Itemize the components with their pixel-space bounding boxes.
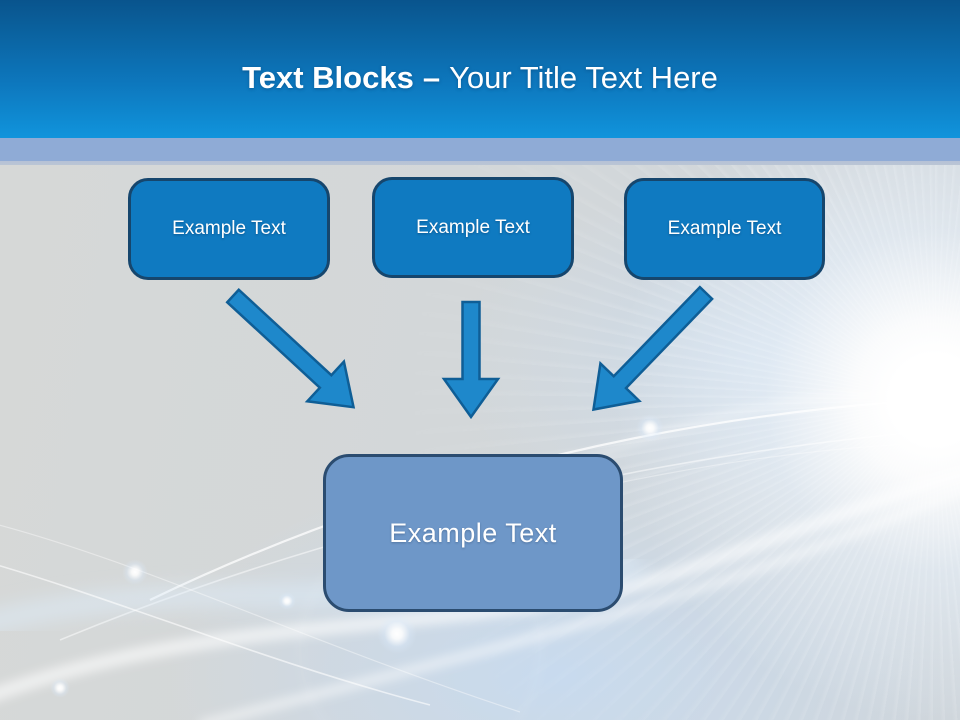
page-title: Text Blocks – Your Title Text Here [242, 46, 718, 93]
text-block-3-label: Example Text [667, 218, 782, 239]
down-left-arrow-icon [591, 285, 714, 412]
text-block-3: Example Text [624, 178, 825, 280]
sparkle-decoration [50, 678, 70, 698]
page-title-separator: – [422, 59, 441, 95]
header-bar: Text Blocks – Your Title Text Here [0, 0, 960, 138]
page-title-regular: Your Title Text Here [449, 59, 718, 95]
sparkle-decoration [377, 614, 417, 654]
text-block-1: Example Text [128, 178, 330, 280]
center-text-block-label: Example Text [389, 517, 557, 548]
header-accent-band [0, 138, 960, 165]
text-block-2-label: Example Text [416, 216, 530, 238]
sparkle-decoration [636, 414, 664, 442]
center-text-block: Example Text [323, 454, 623, 612]
sparkle-decoration [122, 559, 148, 585]
text-block-2: Example Text [372, 177, 574, 278]
sparkle-decoration [278, 592, 296, 610]
down-arrow-icon [441, 300, 501, 420]
text-block-1-label: Example Text [172, 218, 286, 239]
down-right-arrow-icon [225, 287, 356, 409]
page-title-bold: Text Blocks [242, 59, 414, 95]
